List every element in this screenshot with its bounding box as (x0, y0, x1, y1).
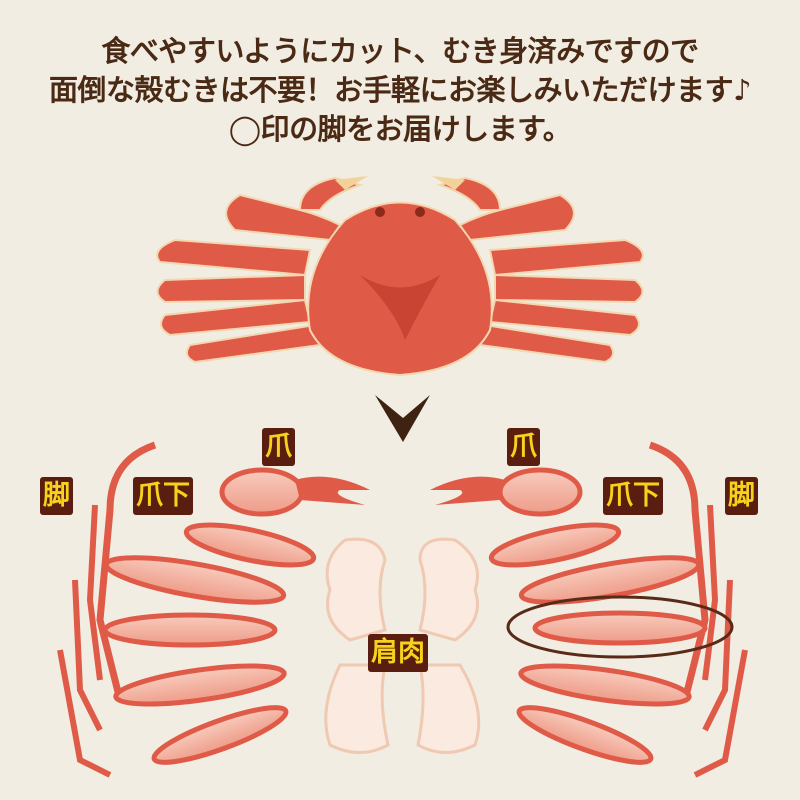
label-leg-left: 脚 (40, 477, 73, 515)
shoulder-meat-pieces (324, 537, 481, 754)
down-arrow-icon (375, 395, 430, 442)
headline: 食べやすいようにカット、むき身済みですので 面倒な殻むきは不要！お手軽にお楽しみ… (0, 32, 800, 149)
label-claw-left: 爪 (262, 428, 295, 466)
label-claw-lower-right: 爪下 (603, 477, 663, 515)
right-parts (430, 441, 748, 778)
left-parts (57, 441, 370, 778)
label-claw-lower-left: 爪下 (133, 477, 193, 515)
headline-line-1: 食べやすいようにカット、むき身済みですので (101, 34, 699, 68)
selected-leg-highlight-ring (506, 595, 734, 659)
whole-crab-illustration (156, 176, 644, 377)
label-shoulder-meat: 肩肉 (368, 634, 428, 672)
headline-line-3: ◯印の脚をお届けします。 (228, 112, 572, 146)
label-claw-right: 爪 (507, 428, 540, 466)
label-leg-right: 脚 (725, 477, 758, 515)
headline-line-2: 面倒な殻むきは不要！お手軽にお楽しみいただけます♪ (48, 73, 752, 107)
